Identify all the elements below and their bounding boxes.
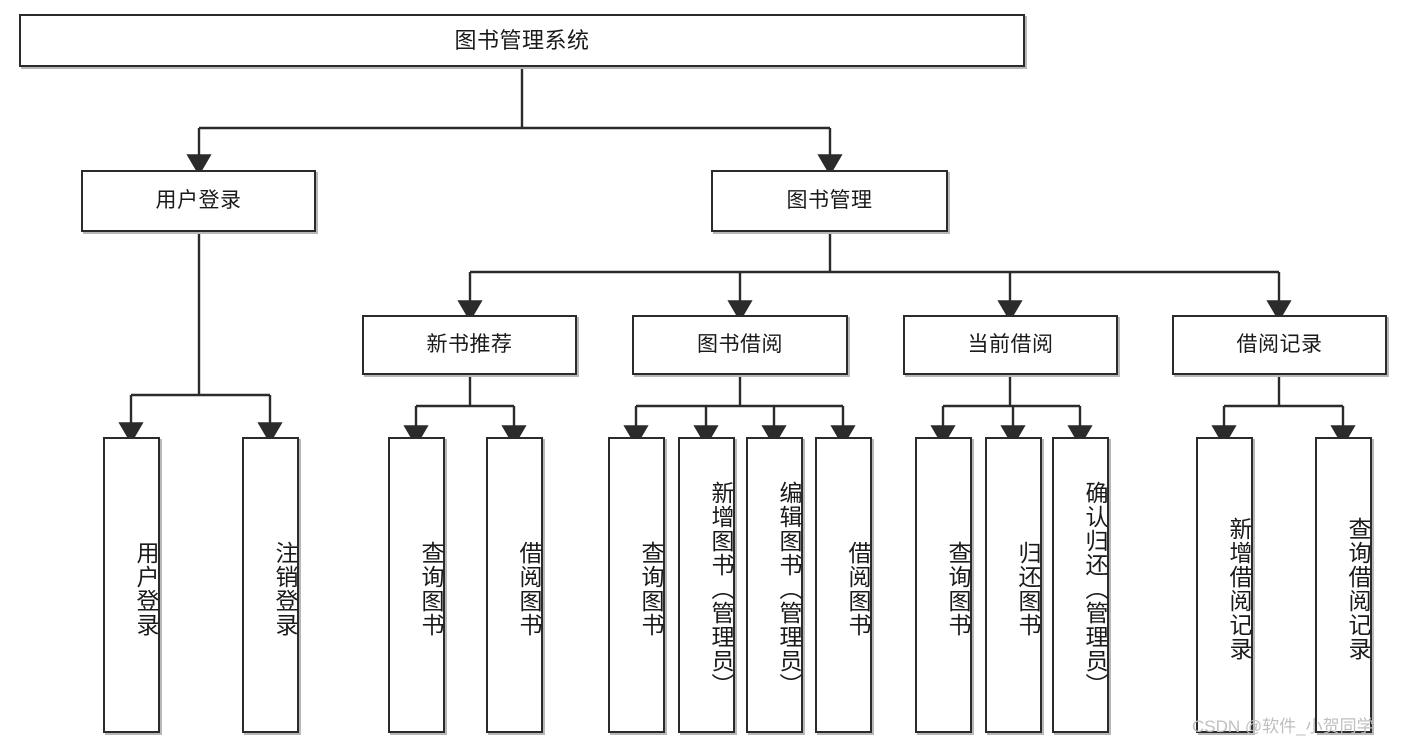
node-new-book-recommendation[interactable]: 新书推荐 — [362, 315, 577, 375]
leaf-add-borrow-record[interactable]: 新增借阅记录 — [1196, 437, 1253, 733]
csdn-watermark: CSDN @软件_小贺同学 — [1192, 717, 1374, 736]
leaf-query-borrow-record[interactable]: 查询借阅记录 — [1315, 437, 1372, 733]
node-current-borrow[interactable]: 当前借阅 — [903, 315, 1118, 375]
node-root-book-management-system[interactable]: 图书管理系统 — [19, 14, 1025, 67]
node-label: 图书借阅 — [697, 332, 783, 356]
node-book-management[interactable]: 图书管理 — [711, 170, 948, 232]
node-label: 注销登录 — [272, 541, 298, 637]
node-label: 借阅记录 — [1236, 332, 1323, 356]
node-label: 图书管理系统 — [454, 27, 590, 53]
node-label: 图书管理 — [786, 188, 873, 212]
node-label: 新增借阅记录 — [1226, 517, 1252, 661]
node-user-login[interactable]: 用户登录 — [81, 170, 316, 232]
leaf-logout[interactable]: 注销登录 — [242, 437, 299, 733]
node-label: 编辑图书（管理员） — [776, 481, 802, 697]
node-label: 新增图书（管理员） — [708, 481, 734, 697]
node-label: 查询图书 — [418, 541, 444, 637]
node-label: 用户登录 — [133, 541, 159, 637]
node-label: 归还图书 — [1015, 541, 1041, 637]
node-borrow-record[interactable]: 借阅记录 — [1172, 315, 1387, 375]
node-label: 当前借阅 — [967, 332, 1054, 356]
leaf-return-book[interactable]: 归还图书 — [985, 437, 1042, 733]
node-label: 用户登录 — [155, 188, 242, 212]
leaf-edit-book-admin[interactable]: 编辑图书（管理员） — [746, 437, 803, 733]
node-label: 借阅图书 — [516, 541, 542, 637]
node-label: 新书推荐 — [426, 332, 513, 356]
leaf-borrow-book-borrow[interactable]: 借阅图书 — [815, 437, 872, 733]
leaf-borrow-book-newbook[interactable]: 借阅图书 — [486, 437, 543, 733]
node-label: 查询图书 — [945, 541, 971, 637]
node-label: 查询借阅记录 — [1345, 517, 1371, 661]
leaf-add-book-admin[interactable]: 新增图书（管理员） — [678, 437, 735, 733]
leaf-confirm-return-admin[interactable]: 确认归还（管理员） — [1052, 437, 1109, 733]
leaf-query-book-borrow[interactable]: 查询图书 — [608, 437, 665, 733]
leaf-user-login[interactable]: 用户登录 — [103, 437, 160, 733]
node-book-borrow[interactable]: 图书借阅 — [632, 315, 848, 375]
node-label: 确认归还（管理员） — [1082, 481, 1108, 697]
node-label: 借阅图书 — [845, 541, 871, 637]
node-label: 查询图书 — [638, 541, 664, 637]
leaf-query-book-newbook[interactable]: 查询图书 — [388, 437, 445, 733]
leaf-query-book-current[interactable]: 查询图书 — [915, 437, 972, 733]
